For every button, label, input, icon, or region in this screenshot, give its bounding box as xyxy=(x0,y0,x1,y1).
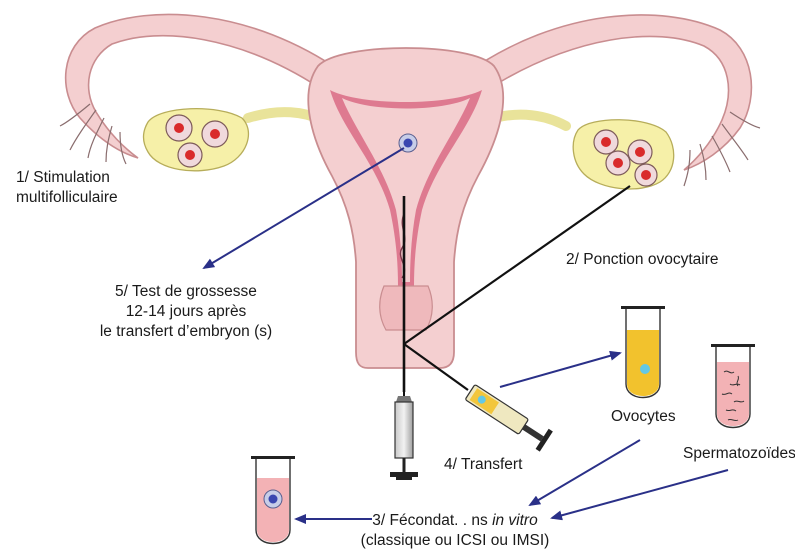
follicle xyxy=(635,164,657,186)
fecondation-italic: in vitro xyxy=(492,512,538,529)
fecondation-prefix: 3/ Fécondat. . ns xyxy=(372,512,487,529)
test-line3: le transfert d’embryon (s) xyxy=(86,322,286,342)
stimulation-line2: multifolliculaire xyxy=(16,188,118,208)
fecondation-line2: (classique ou ICSI ou IMSI) xyxy=(340,531,570,551)
arrow-to-oocytes xyxy=(500,353,620,387)
oocyte-tube xyxy=(621,306,665,398)
spermatozoides-label: Spermatozoïdes xyxy=(683,444,795,464)
follicle xyxy=(628,140,652,164)
step-ponction-label: 2/ Ponction ovocytaire xyxy=(566,250,719,270)
follicle xyxy=(606,151,630,175)
right-ovary xyxy=(573,120,674,189)
step-test-label: 5/ Test de grossesse 12-14 jours après l… xyxy=(86,282,286,342)
follicle xyxy=(166,115,192,141)
test-line1: 5/ Test de grossesse xyxy=(86,282,286,302)
vertical-syringe xyxy=(390,380,418,480)
step-fecondation-label: 3/ Fécondat. . ns in vitro (classique ou… xyxy=(340,511,570,551)
fertilization-tube xyxy=(251,456,295,544)
sperm-tube xyxy=(711,344,755,428)
arrow-oocytes-to-fecondation xyxy=(530,440,640,505)
step-transfert-label: 4/ Transfert xyxy=(444,455,522,475)
left-ovary xyxy=(144,109,249,171)
stimulation-line1: 1/ Stimulation xyxy=(16,168,118,188)
follicle xyxy=(178,143,202,167)
test-line2: 12-14 jours après xyxy=(86,302,286,322)
follicle xyxy=(202,121,228,147)
follicle xyxy=(594,130,618,154)
transfer-syringe xyxy=(463,382,552,452)
cervix xyxy=(380,286,433,330)
oocytes-label: Ovocytes xyxy=(611,407,676,427)
step-stimulation-label: 1/ Stimulation multifolliculaire xyxy=(16,168,118,208)
fecondation-line1: 3/ Fécondat. . ns in vitro xyxy=(340,511,570,531)
